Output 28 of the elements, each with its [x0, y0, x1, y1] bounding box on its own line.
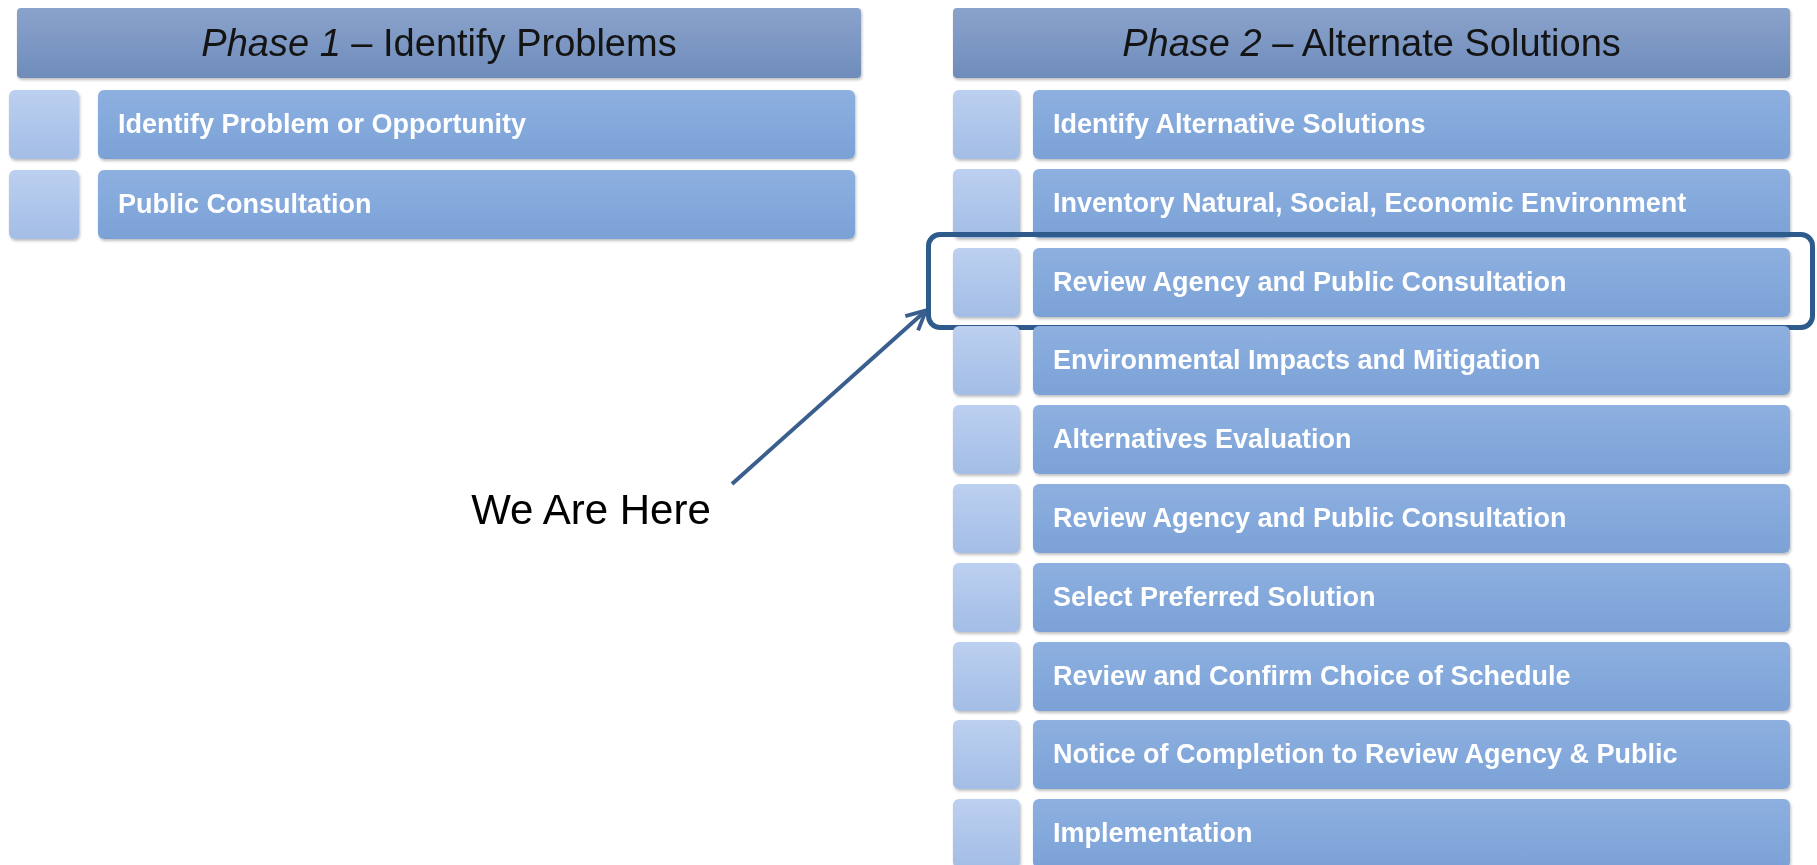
step-bar: Identify Problem or Opportunity: [98, 90, 855, 159]
step-bar: Public Consultation: [98, 170, 855, 239]
step-square: [9, 170, 79, 239]
step-bar: Review and Confirm Choice of Schedule: [1033, 641, 1790, 711]
step-square: [953, 720, 1020, 790]
step-bar: Alternatives Evaluation: [1033, 405, 1790, 475]
step-square: [953, 168, 1020, 238]
step-square: [953, 326, 1020, 396]
step-square: [953, 799, 1020, 865]
step-bar: Select Preferred Solution: [1033, 562, 1790, 632]
step-bar: Notice of Completion to Review Agency & Public: [1033, 720, 1790, 790]
step-bar: Implementation: [1033, 799, 1790, 865]
callout-text: We Are Here: [450, 484, 732, 536]
step-bar: Identify Alternative Solutions: [1033, 90, 1790, 159]
step-bar: Review Agency and Public Consultation: [1033, 247, 1790, 317]
phase-header: Phase 1 – Identify Problems: [17, 8, 861, 78]
step-bar: Environmental Impacts and Mitigation: [1033, 326, 1790, 396]
step-bar: Inventory Natural, Social, Economic Environment: [1033, 168, 1790, 238]
arrow: [730, 308, 928, 486]
step-square: [953, 405, 1020, 475]
step-square: [953, 90, 1020, 159]
step-square: [953, 562, 1020, 632]
step-square: [953, 641, 1020, 711]
step-square: [9, 90, 79, 159]
step-square: [953, 484, 1020, 553]
step-square: [953, 247, 1020, 317]
phase-header: Phase 2 – Alternate Solutions: [953, 8, 1790, 78]
step-bar: Review Agency and Public Consultation: [1033, 484, 1790, 553]
